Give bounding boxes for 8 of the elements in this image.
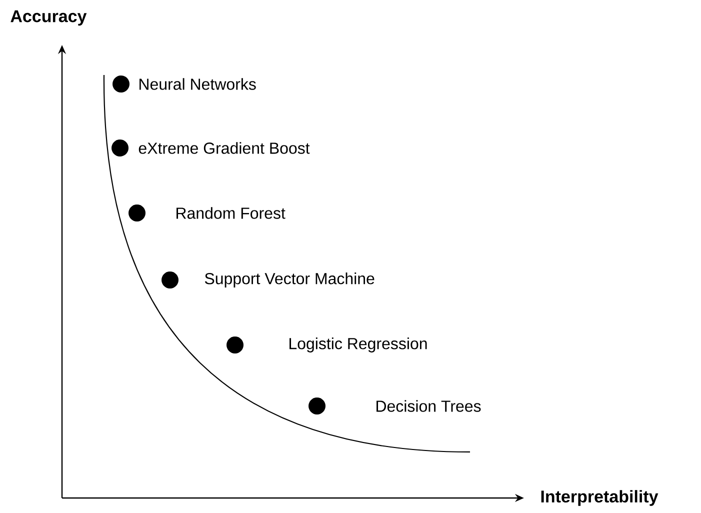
point-label: Random Forest: [176, 207, 286, 219]
point-label: Neural Networks: [140, 78, 256, 90]
point-label: Logistic Regression: [290, 338, 427, 352]
point-label: eXtreme Gradient Boost: [138, 142, 310, 154]
point-label: Decision Trees: [376, 400, 481, 412]
axis-title: Interpretability: [541, 490, 658, 506]
point-label: Support Vector Machine: [204, 272, 374, 288]
axis-title: Accuracy: [10, 10, 87, 26]
